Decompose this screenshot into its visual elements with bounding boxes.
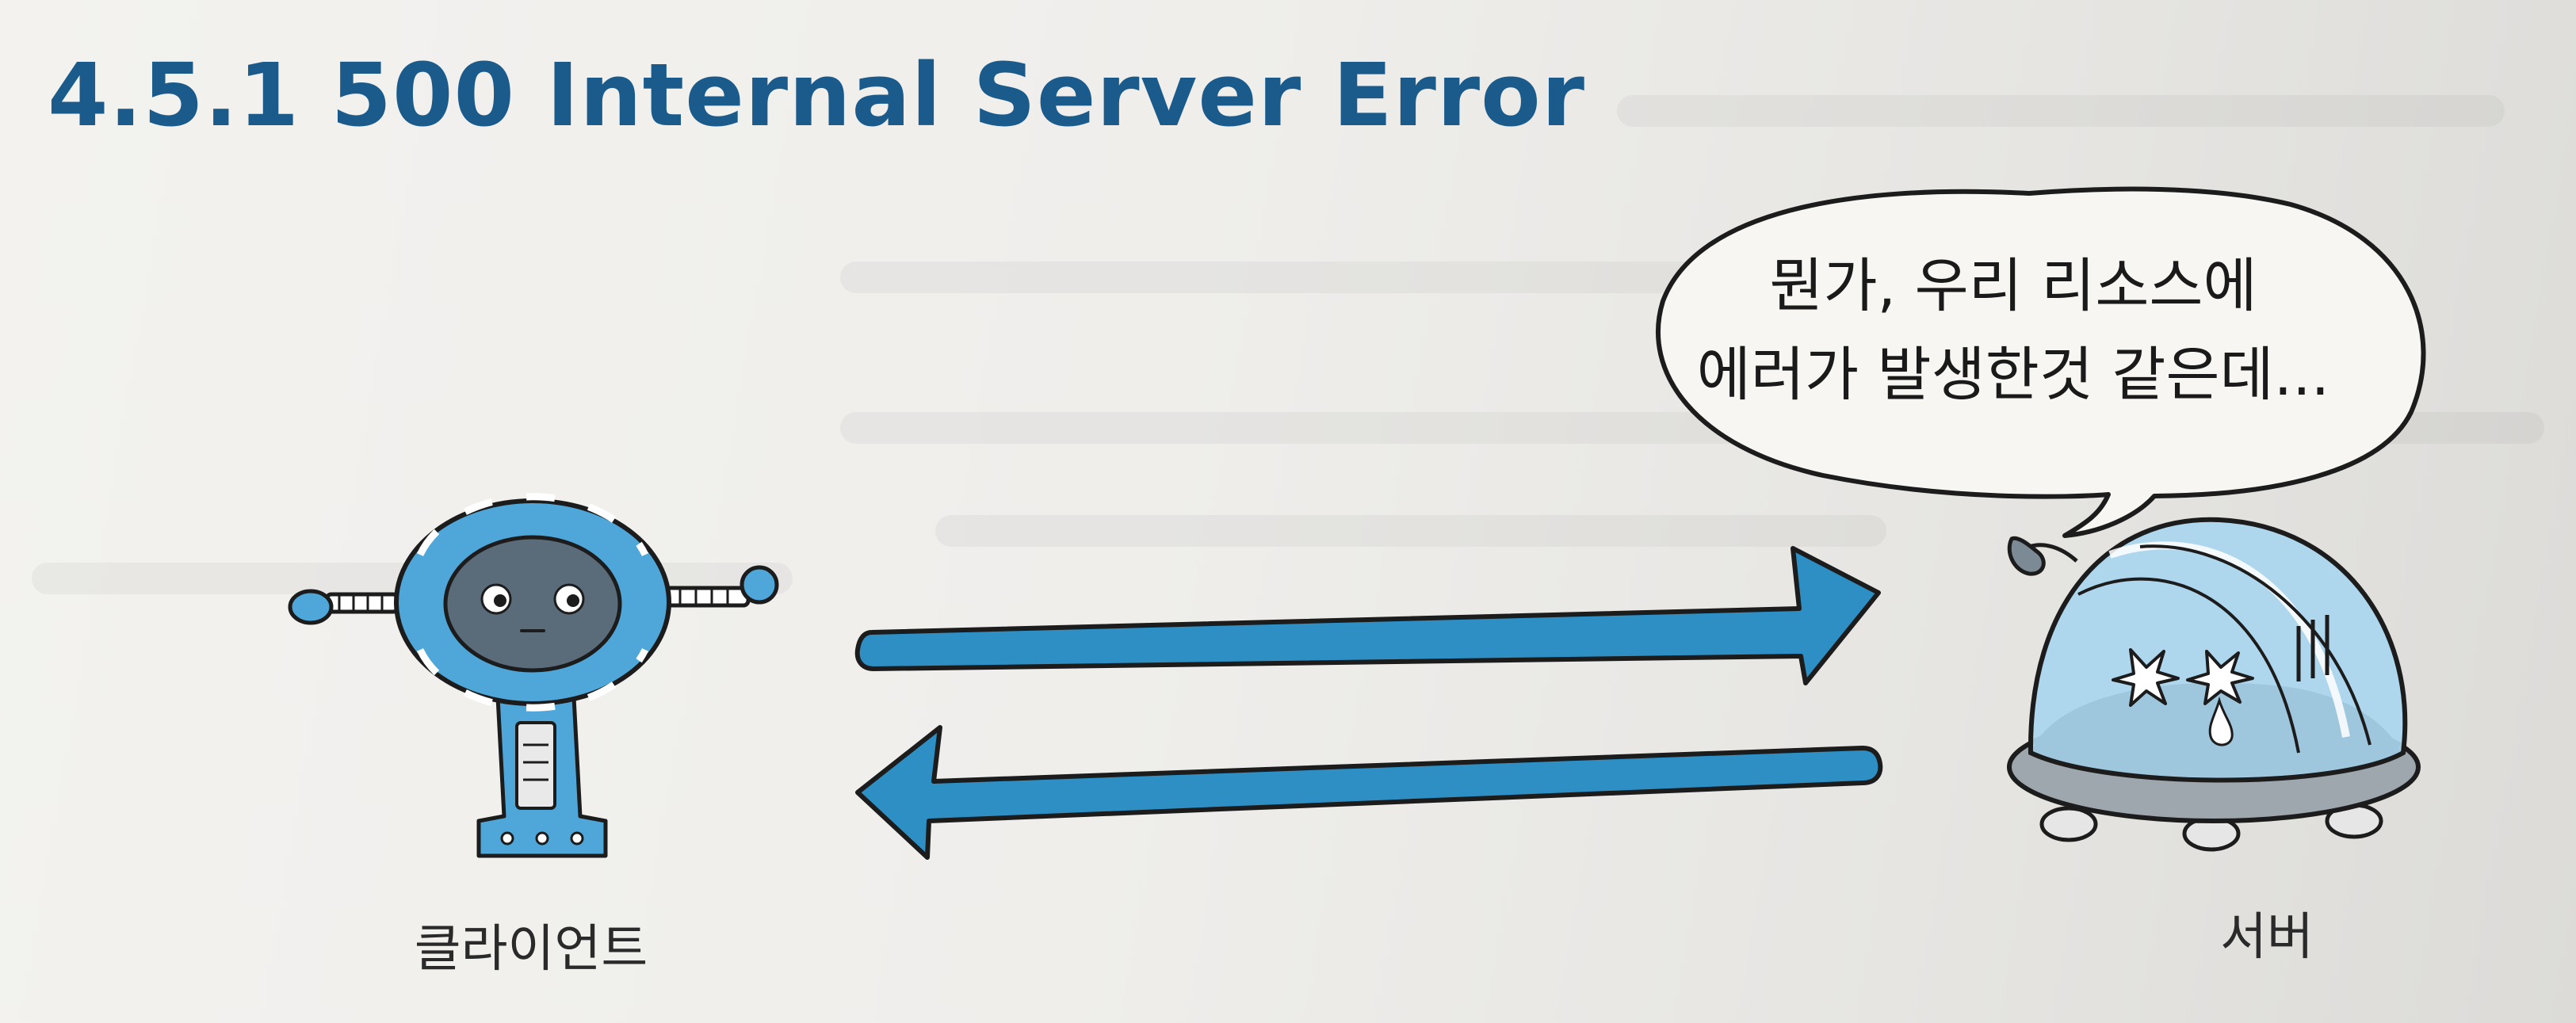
server-label: 서버 (2220, 908, 2314, 967)
bleed-through-line (1617, 95, 2505, 127)
speech-bubble (1655, 186, 2426, 538)
bleed-through-line (935, 515, 1886, 547)
robot-body (476, 695, 608, 858)
server-eyes (2112, 648, 2254, 707)
bubble-line-2: 에러가 발생한것 같은데... (1696, 341, 2330, 409)
response-arrow (855, 725, 1883, 860)
client-label: 클라이언트 (414, 920, 648, 979)
robot-head (394, 493, 671, 712)
server-wheels (2039, 803, 2383, 852)
bubble-line-1: 뭔가, 우리 리소스에 (1769, 252, 2257, 320)
request-arrow (854, 546, 1881, 685)
robot-left-arm (288, 589, 400, 625)
server-dome (2028, 517, 2408, 783)
arrow-right-icon (854, 546, 1881, 685)
speech-bubble-outline (1655, 186, 2426, 538)
robot-icon (288, 493, 779, 858)
dome-server-icon (2007, 517, 2421, 852)
server-tear (2208, 696, 2234, 746)
section-heading: 4.5.1 500 Internal Server Error (48, 44, 1585, 146)
arrow-left-icon (855, 725, 1883, 860)
robot-right-arm (662, 565, 779, 608)
server-antenna (2007, 536, 2078, 576)
speech-bubble-text: 뭔가, 우리 리소스에 에러가 발생한것 같은데... (1680, 242, 2346, 419)
